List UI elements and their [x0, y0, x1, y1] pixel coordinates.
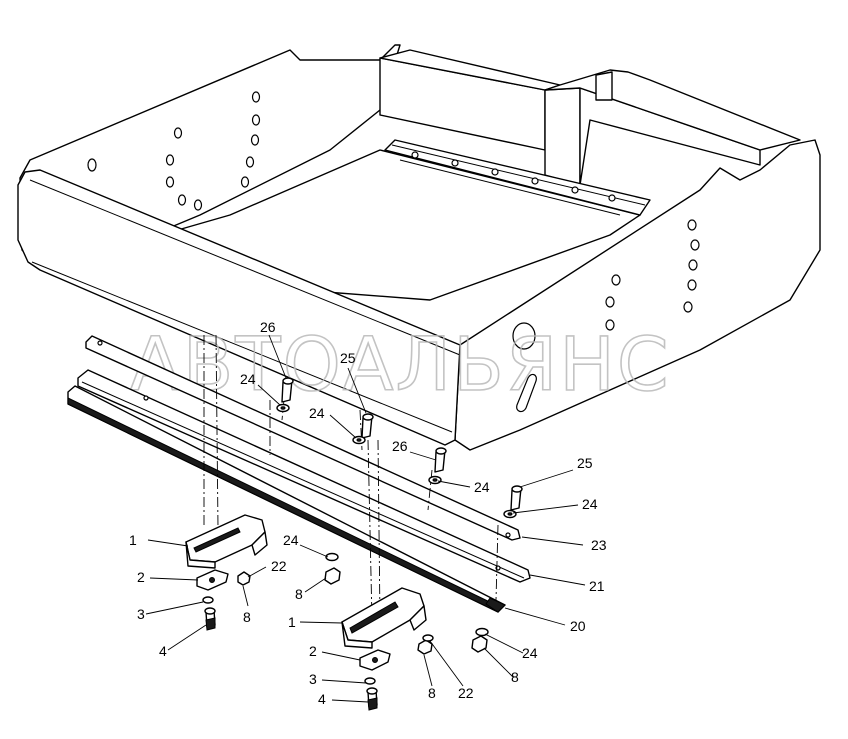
callout-24: 24: [240, 371, 256, 387]
callout-2: 2: [309, 643, 317, 659]
plate-bolts: [411, 151, 616, 202]
callout-1: 1: [129, 532, 137, 548]
bumper-frame: [17, 44, 821, 451]
callout-26: 26: [392, 438, 408, 454]
callout-8: 8: [428, 685, 436, 701]
callout-22: 22: [458, 685, 474, 701]
plate-part-2-left: [196, 569, 229, 591]
bracket-right: [341, 587, 427, 649]
callout-25: 25: [340, 350, 356, 366]
right-wall-holes: [512, 219, 700, 413]
washers: [202, 403, 517, 685]
right-wall-slot: [516, 373, 537, 413]
callout-8: 8: [511, 669, 519, 685]
strip-part-23: [85, 335, 521, 541]
callout-23: 23: [591, 537, 607, 553]
callout-2: 2: [137, 569, 145, 585]
callout-24: 24: [522, 645, 538, 661]
bolt-part-4-left: [204, 607, 216, 631]
callout-25: 25: [577, 455, 593, 471]
callout-3: 3: [309, 671, 317, 687]
bolt-part-25-top: [361, 413, 374, 439]
nuts: [237, 567, 488, 655]
bolt-part-4-right: [366, 687, 378, 711]
callout-8: 8: [295, 586, 303, 602]
callout-24: 24: [283, 532, 299, 548]
callout-4: 4: [159, 643, 167, 659]
right-side-wall: [454, 139, 821, 451]
strip-part-20: [67, 385, 506, 613]
bracket-left: [185, 514, 268, 569]
callout-8: 8: [243, 609, 251, 625]
left-wall-holes: [87, 91, 261, 211]
front-face: [17, 169, 461, 446]
callout-22: 22: [271, 558, 287, 574]
callout-24: 24: [309, 405, 325, 421]
callout-1: 1: [288, 614, 296, 630]
callout-4: 4: [318, 691, 326, 707]
strip-part-21: [77, 369, 531, 583]
callout-24: 24: [582, 496, 598, 512]
callout-20: 20: [570, 618, 586, 634]
callout-26: 26: [260, 319, 276, 335]
plate-part-2-right: [359, 649, 391, 671]
bolt-part-26-top: [281, 377, 294, 403]
callout-24: 24: [474, 479, 490, 495]
leader-lines: [145, 334, 586, 703]
callout-21: 21: [589, 578, 605, 594]
callout-3: 3: [137, 606, 145, 622]
frame-rail-1: [544, 87, 581, 186]
callout-labels: 26 24 25 24 26 24 25 24 23 21 20 24 22 8…: [129, 319, 607, 707]
bolt-part-25-right: [510, 485, 523, 511]
bolt-part-26-mid: [434, 447, 447, 473]
frame-rail-post: [595, 71, 613, 101]
